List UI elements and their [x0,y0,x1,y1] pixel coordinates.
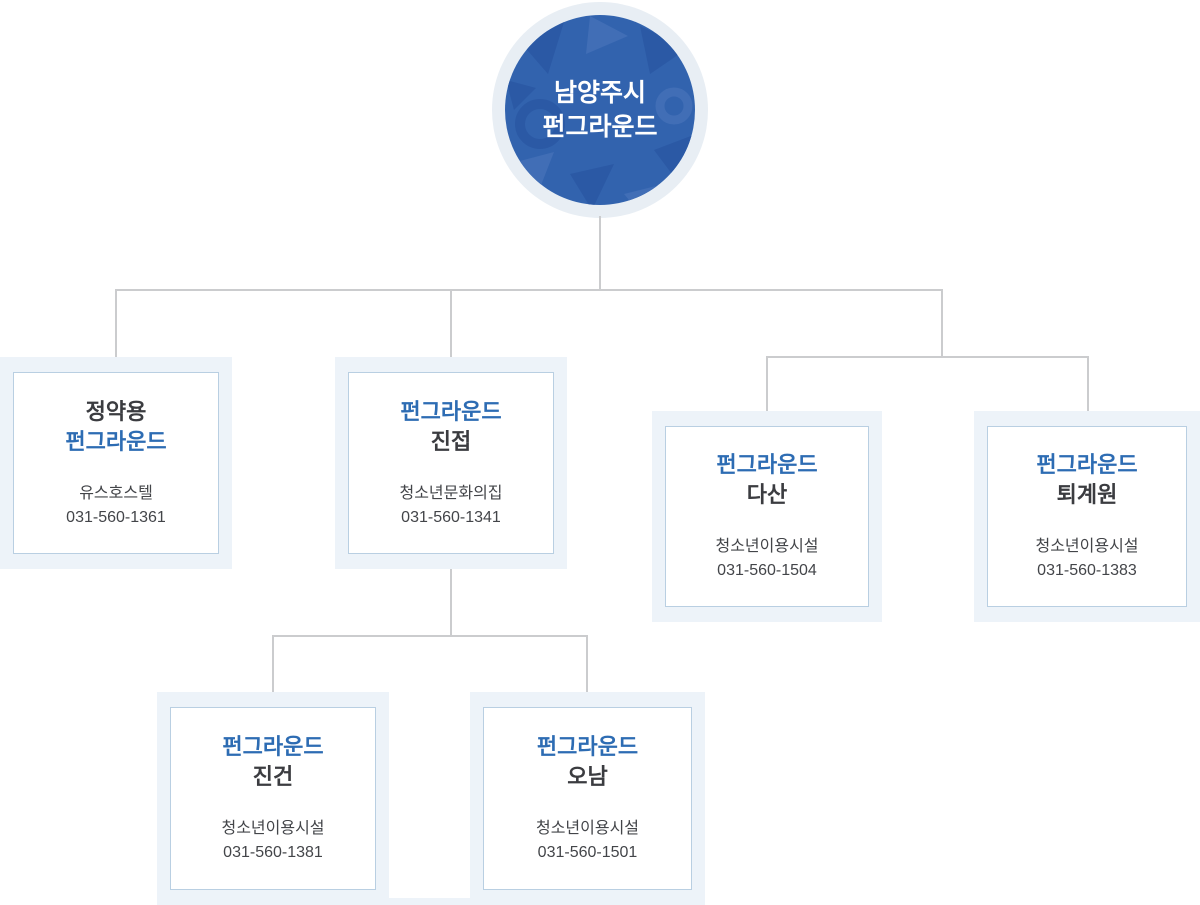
connector-drop-jingeon [272,635,274,693]
node-name-line1: 펀그라운드 [400,398,502,424]
node-facility-type: 청소년이용시설 [535,820,640,837]
node-onam: 펀그라운드 오남 청소년이용시설 031-560-1501 [470,692,705,905]
node-name-line2: 진건 [252,764,294,789]
node-phone: 031-560-1381 [223,844,323,861]
root-node-label: 남양주시 펀그라운드 [492,2,708,218]
connector-level1-horizontal [115,289,943,291]
node-facility-type: 유스호스텔 [79,484,153,502]
connector-level2-horizontal [272,635,588,637]
node-name-line2: 펀그라운드 [65,428,167,454]
node-facility-type: 청소년이용시설 [715,538,819,555]
node-facility-type: 청소년이용시설 [221,820,325,837]
node-phone: 031-560-1361 [66,508,166,526]
node-name-line1: 정약용 [85,398,147,424]
node-phone: 031-560-1501 [537,844,638,861]
node-phone: 031-560-1504 [717,562,817,579]
node-facility-type: 청소년이용시설 [1035,538,1139,555]
bottom-cropped-strip [240,898,687,905]
node-dasan: 펀그라운드 다산 청소년이용시설 031-560-1504 [652,411,882,622]
node-name-line2: 퇴계원 [1056,482,1118,507]
node-phone: 031-560-1383 [1037,562,1137,579]
node-name-line1: 펀그라운드 [222,734,324,759]
root-node-line2: 펀그라운드 [542,113,658,141]
node-name-line1: 펀그라운드 [536,734,639,759]
connector-drop-onam [586,635,588,693]
connector-drop-dasan [766,356,768,412]
connector-drop-toegyewon [1087,356,1089,412]
node-name-line1: 펀그라운드 [716,452,818,477]
connector-right-horizontal [766,356,1089,358]
root-node-circle: 남양주시 펀그라운드 [492,2,708,218]
node-name-line1: 펀그라운드 [1036,452,1138,477]
node-jinjeop: 펀그라운드 진접 청소년문화의집 031-560-1341 [335,357,567,569]
circle-pattern-graphic [492,2,708,218]
node-jeongyakyong: 정약용 펀그라운드 유스호스텔 031-560-1361 [0,357,232,569]
node-name-line2: 다산 [746,482,788,507]
node-name-line2: 진접 [430,428,472,454]
connector-drop-jeongyakyong [115,289,117,358]
node-name-line2: 오남 [567,764,608,789]
root-node-line1: 남양주시 [553,79,646,107]
connector-drop-jinjeop [450,289,452,358]
connector-jinjeop-stub [450,569,452,637]
node-phone: 031-560-1341 [401,508,501,526]
node-jingeon: 펀그라운드 진건 청소년이용시설 031-560-1381 [157,692,389,905]
node-facility-type: 청소년문화의집 [399,484,503,502]
connector-root-stub [599,216,601,291]
connector-drop-right-group [941,289,943,358]
node-toegyewon: 펀그라운드 퇴계원 청소년이용시설 031-560-1383 [974,411,1200,622]
